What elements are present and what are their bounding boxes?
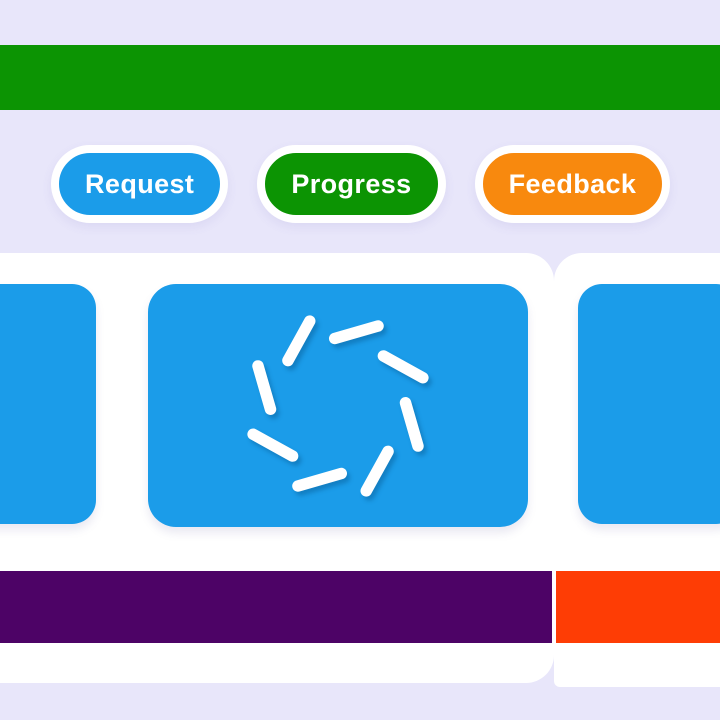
top-banner [0,45,720,110]
step-label-progress: Progress [291,168,412,199]
footer-strip-purple [0,571,552,643]
workflow-stepper: Request Progress Feedback [51,145,671,223]
loading-spinner-icon [247,314,429,497]
step-pill-request[interactable]: Request [51,145,229,223]
step-label-feedback: Feedback [508,168,637,199]
content-tile-left[interactable] [0,284,96,524]
stepper-connector [227,177,259,191]
step-pill-progress[interactable]: Progress [257,145,446,223]
stepper-connector [444,177,476,191]
content-tile-center[interactable] [148,284,528,527]
step-pill-feedback[interactable]: Feedback [474,145,671,223]
step-label-request: Request [85,168,195,199]
content-tile-right[interactable] [578,284,720,524]
footer-strip-orange [556,571,720,643]
